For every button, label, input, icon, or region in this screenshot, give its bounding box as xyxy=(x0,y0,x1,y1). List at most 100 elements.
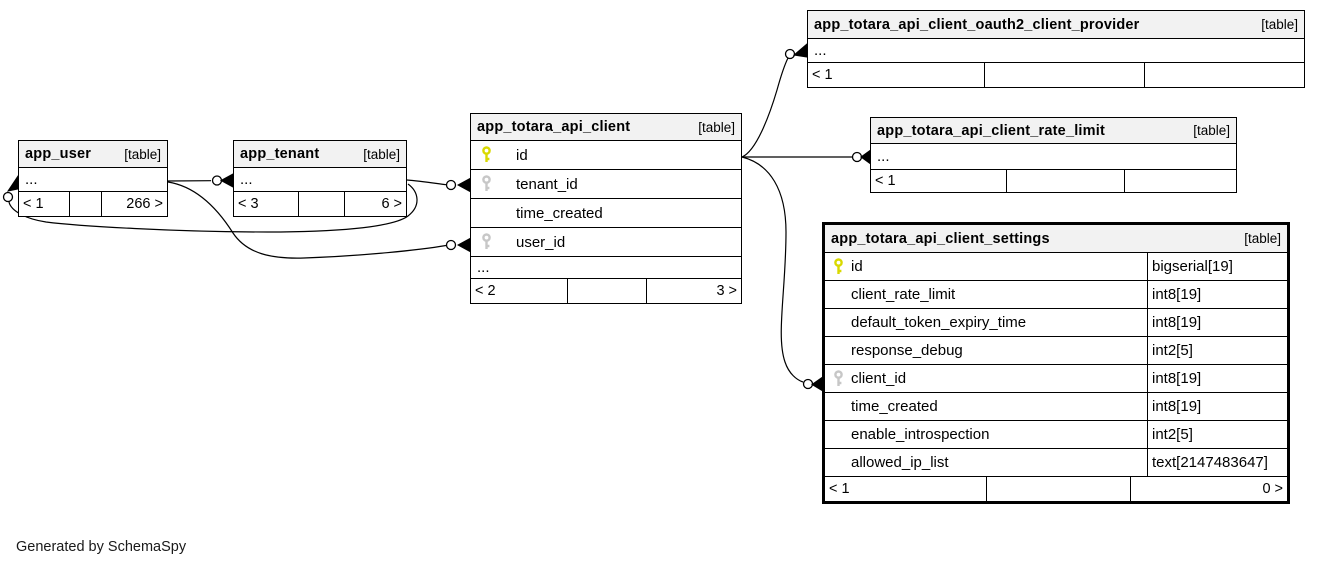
edge-client-settings-clientid xyxy=(741,156,823,392)
table-api-client-settings: app_totara_api_client_settings [table] i… xyxy=(822,222,1290,504)
children-count: 266 > xyxy=(101,192,167,216)
parents-count: < 2 xyxy=(475,283,496,299)
column-name: client_rate_limit xyxy=(851,286,956,303)
parents-count: < 3 xyxy=(238,196,259,212)
column-name: enable_introspection xyxy=(851,426,990,443)
parents-count: < 1 xyxy=(829,481,850,497)
edge-client-ratelimit xyxy=(742,149,871,165)
zero-circle-marker xyxy=(802,378,814,390)
table-header: app_totara_api_client [table] xyxy=(471,114,741,141)
column-name: time_created xyxy=(851,398,938,415)
column-row-client-rate-limit: client_rate_limit int8[19] xyxy=(825,281,1287,309)
table-header: app_user [table] xyxy=(19,141,167,168)
foreign-key-icon xyxy=(482,175,491,191)
children-count: 0 > xyxy=(1130,477,1287,501)
column-type: int8[19] xyxy=(1147,281,1287,308)
arrow-marker xyxy=(792,42,808,58)
table-name-link[interactable]: app_user xyxy=(25,146,92,162)
column-name: time_created xyxy=(516,204,603,222)
table-header: app_totara_api_client_oauth2_client_prov… xyxy=(808,11,1304,39)
column-name: ... xyxy=(25,171,38,188)
arrow-marker xyxy=(811,376,823,392)
table-stats-row: < 1 xyxy=(808,63,1304,87)
column-row-ellipsis: ... xyxy=(871,144,1236,170)
arrow-marker xyxy=(860,149,871,165)
column-row-time-created: time_created int8[19] xyxy=(825,393,1287,421)
primary-key-icon xyxy=(834,257,843,274)
edge-appuser-client-userid xyxy=(167,181,471,259)
parents-count: < 1 xyxy=(23,196,44,212)
table-tag: [table] xyxy=(1193,123,1230,138)
table-name-link[interactable]: app_totara_api_client_oauth2_client_prov… xyxy=(814,16,1140,33)
column-name: client_id xyxy=(851,370,907,387)
column-row-ellipsis: ... xyxy=(808,39,1304,63)
column-row-allowed-ip-list: allowed_ip_list text[2147483647] xyxy=(825,449,1287,477)
stats-mid-cell xyxy=(298,192,344,216)
table-app-tenant: app_tenant [table] ... < 3 6 > xyxy=(233,140,407,217)
column-type: bigserial[19] xyxy=(1147,253,1287,280)
column-row-ellipsis: ... xyxy=(471,257,741,279)
edge-client-oauth2provider xyxy=(741,42,808,158)
edge-apptenant-appuser xyxy=(2,174,418,233)
table-stats-row: < 2 3 > xyxy=(471,279,741,303)
parents-count: < 1 xyxy=(812,67,833,83)
edge-apptenant-client-tenantid xyxy=(406,177,471,193)
column-name: tenant_id xyxy=(516,175,578,193)
column-type: int2[5] xyxy=(1147,337,1287,364)
table-name-link[interactable]: app_tenant xyxy=(240,146,320,162)
table-stats-row: < 1 266 > xyxy=(19,192,167,216)
edge-appuser-apptenant xyxy=(167,173,234,188)
column-name: ... xyxy=(477,259,490,276)
column-row-response-debug: response_debug int2[5] xyxy=(825,337,1287,365)
column-type: int8[19] xyxy=(1147,393,1287,420)
column-row-ellipsis: ... xyxy=(19,168,167,192)
column-row-tenant-id: tenant_id xyxy=(471,170,741,199)
column-row-id: id bigserial[19] xyxy=(825,253,1287,281)
table-name-link[interactable]: app_totara_api_client_rate_limit xyxy=(877,122,1106,139)
column-name: ... xyxy=(814,42,827,59)
zero-circle-marker xyxy=(445,179,457,191)
table-app-user: app_user [table] ... < 1 266 > xyxy=(18,140,168,217)
parents-count: < 1 xyxy=(875,173,896,189)
column-type: int8[19] xyxy=(1147,365,1287,392)
stats-mid-cell xyxy=(984,63,1144,87)
foreign-key-icon xyxy=(834,369,843,386)
table-app-totara-api-client: app_totara_api_client [table] id tenant_… xyxy=(470,113,742,304)
column-row-default-token-expiry-time: default_token_expiry_time int8[19] xyxy=(825,309,1287,337)
table-oauth2-client-provider: app_totara_api_client_oauth2_client_prov… xyxy=(807,10,1305,88)
table-tag: [table] xyxy=(1244,231,1281,246)
column-name: allowed_ip_list xyxy=(851,454,949,471)
stats-mid-cell xyxy=(1006,170,1124,192)
table-header: app_totara_api_client_settings [table] xyxy=(825,225,1287,253)
column-name: user_id xyxy=(516,233,566,251)
column-name: ... xyxy=(877,148,890,165)
column-name: id xyxy=(851,258,863,275)
column-row-id: id xyxy=(471,141,741,170)
zero-circle-marker xyxy=(2,191,14,203)
column-row-ellipsis: ... xyxy=(234,168,406,192)
table-name-link[interactable]: app_totara_api_client xyxy=(477,119,631,135)
column-type: int8[19] xyxy=(1147,309,1287,336)
table-tag: [table] xyxy=(698,119,735,135)
column-type: int2[5] xyxy=(1147,421,1287,448)
column-row-enable-introspection: enable_introspection int2[5] xyxy=(825,421,1287,449)
column-name: ... xyxy=(240,171,253,188)
stats-mid-cell xyxy=(69,192,101,216)
children-count: 3 > xyxy=(646,279,741,303)
children-count xyxy=(1124,170,1236,192)
column-name: id xyxy=(516,146,528,164)
generated-by-note: Generated by SchemaSpy xyxy=(16,539,187,555)
table-header: app_totara_api_client_rate_limit [table] xyxy=(871,118,1236,144)
arrow-marker xyxy=(6,174,19,192)
column-row-time-created: time_created xyxy=(471,199,741,228)
stats-mid-cell xyxy=(567,279,646,303)
table-stats-row: < 1 0 > xyxy=(825,477,1287,501)
children-count xyxy=(1144,63,1304,87)
table-name-link[interactable]: app_totara_api_client_settings xyxy=(831,230,1050,247)
children-count: 6 > xyxy=(344,192,406,216)
column-name: default_token_expiry_time xyxy=(851,314,1027,331)
table-stats-row: < 1 xyxy=(871,170,1236,192)
table-tag: [table] xyxy=(1261,17,1298,32)
arrow-marker xyxy=(456,237,471,253)
